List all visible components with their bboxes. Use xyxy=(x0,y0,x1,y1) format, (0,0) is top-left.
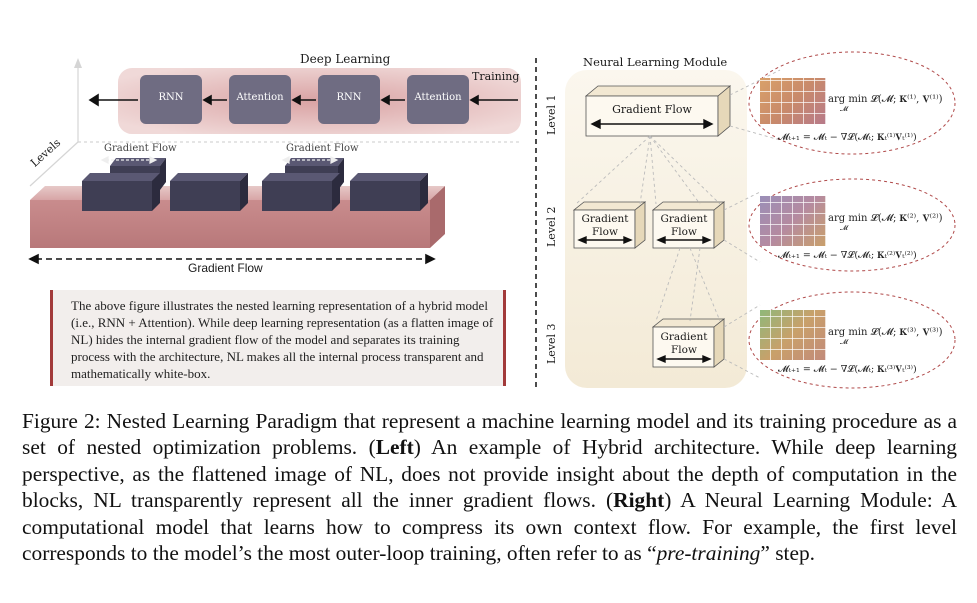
gf-arrows xyxy=(577,118,714,364)
math-ellipses xyxy=(748,51,956,389)
figure-caption: Figure 2: Nested Learning Paradigm that … xyxy=(22,408,957,566)
gradient-flow-bottom-label: Gradient Flow xyxy=(188,261,263,275)
gf-box-level-3: Gradient Flow xyxy=(660,331,708,356)
update-level-2: 𝓜ₜ₊₁ = 𝓜ₜ − ∇𝓛(𝓜ₜ; 𝐊ₜ⁽²⁾𝐕ₜ⁽²⁾) xyxy=(778,250,917,261)
deep-learning-title: Deep Learning xyxy=(300,52,391,66)
caption-after-right: ) A Neural Learning Module: A computatio… xyxy=(22,488,957,566)
gradient-flow-label-2: Gradient Flow xyxy=(286,143,359,154)
argmin-sub-level-1: 𝓜 xyxy=(840,105,848,113)
level-1-label: Level 1 xyxy=(545,94,558,135)
memory-cube-1 xyxy=(760,78,826,124)
training-label: Training xyxy=(472,70,520,83)
inner-flow-arrows xyxy=(100,156,339,164)
argmin-level-3: arg min 𝓛(𝓜; 𝐊⁽³⁾, 𝐕⁽³⁾) xyxy=(828,327,943,338)
block-rnn-2 xyxy=(318,75,380,124)
level-connectors xyxy=(575,69,781,379)
axes xyxy=(29,58,520,187)
block-label-attention-2: Attention xyxy=(414,92,462,103)
caption-italic: pre-training xyxy=(656,541,761,566)
block-rnn-1 xyxy=(140,75,202,124)
gf-box-level-2-left: Gradient Flow xyxy=(581,213,629,238)
dark-blocks xyxy=(82,158,428,211)
update-level-1: 𝓜ₜ₊₁ = 𝓜ₜ − ∇𝓛(𝓜ₜ; 𝐊ₜ⁽¹⁾𝐕ₜ⁽¹⁾) xyxy=(778,132,917,143)
block-label-attention-1: Attention xyxy=(236,92,284,103)
argmin-level-1: arg min 𝓛(𝓜; 𝐊⁽¹⁾, 𝐕⁽¹⁾) xyxy=(828,94,943,105)
caption-mid: ) An example of Hybrid architecture. Whi… xyxy=(22,435,957,513)
memory-cube-2 xyxy=(760,196,826,246)
caption-prefix: Figure 2: Nested Learning Paradigm that … xyxy=(22,409,957,460)
caption-end: ” step. xyxy=(760,541,816,566)
neural-learning-module-title: Neural Learning Module xyxy=(583,55,728,69)
dl-blocks xyxy=(140,75,469,124)
gf-box-level-2-right: Gradient Flow xyxy=(660,213,708,238)
block-attention-1 xyxy=(229,75,291,124)
level-2-label: Level 2 xyxy=(545,206,558,247)
gradient-flow-label-1: Gradient Flow xyxy=(104,143,177,154)
argmin-sub-level-3: 𝓜 xyxy=(840,338,848,346)
block-label-rnn-2: RNN xyxy=(336,92,362,103)
argmin-sub-level-2: 𝓜 xyxy=(840,224,848,232)
argmin-level-2: arg min 𝓛(𝓜; 𝐊⁽²⁾, 𝐕⁽²⁾) xyxy=(828,213,943,224)
training-arrows xyxy=(88,93,518,107)
level-3-label: Level 3 xyxy=(545,323,558,364)
block-attention-2 xyxy=(407,75,469,124)
explanatory-note: The above figure illustrates the nested … xyxy=(50,290,506,386)
memory-cube-3 xyxy=(760,310,826,360)
block-label-rnn-1: RNN xyxy=(158,92,184,103)
caption-right: Right xyxy=(613,488,665,513)
update-level-3: 𝓜ₜ₊₁ = 𝓜ₜ − ∇𝓛(𝓜ₜ; 𝐊ₜ⁽³⁾𝐕ₜ⁽³⁾) xyxy=(778,364,917,375)
caption-left: Left xyxy=(375,435,414,460)
bottom-gradient-arrow xyxy=(28,253,436,265)
gf-box-level-1: Gradient Flow xyxy=(612,103,692,116)
